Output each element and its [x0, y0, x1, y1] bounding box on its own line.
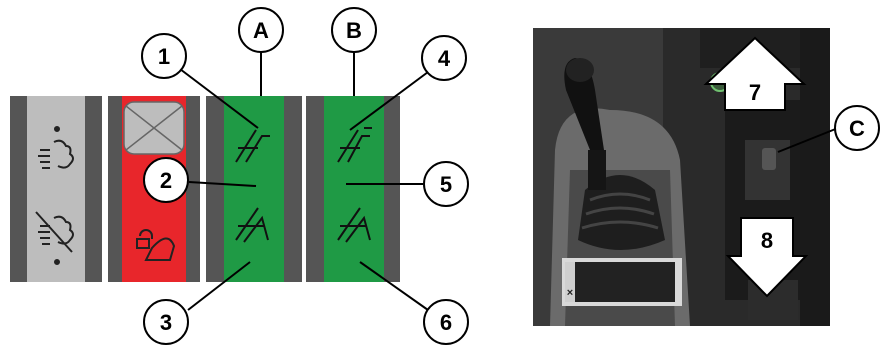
switch-b-rocker [306, 96, 400, 282]
key-symbol: × [567, 287, 573, 299]
svg-text:A: A [253, 18, 269, 43]
joystick [564, 58, 606, 190]
callout-6: 6 [423, 299, 469, 345]
callout-c: C [834, 105, 880, 151]
unlock-bucket-icon [136, 229, 176, 261]
switch-a-rocker [206, 96, 302, 282]
raise-arm-icon-b [337, 127, 372, 163]
callout-b: B [331, 7, 377, 53]
callout-2: 2 [143, 157, 189, 203]
callout-a: A [238, 7, 284, 53]
svg-text:3: 3 [160, 310, 172, 335]
svg-text:6: 6 [440, 310, 452, 335]
callout-4: 4 [421, 35, 467, 81]
leader-line-c [777, 127, 839, 153]
raise-arm-icon [235, 129, 270, 163]
svg-text:7: 7 [749, 80, 761, 105]
arrow-7-up: 7 [703, 36, 807, 111]
callout-3: 3 [143, 299, 189, 345]
callout-1: 1 [141, 33, 187, 79]
callout-5: 5 [423, 161, 469, 207]
diffuser-on-icon [38, 126, 74, 169]
svg-text:1: 1 [158, 44, 170, 69]
svg-text:B: B [346, 18, 362, 43]
svg-text:4: 4 [438, 46, 451, 71]
svg-text:C: C [849, 116, 865, 141]
svg-text:2: 2 [160, 168, 172, 193]
lower-arm-icon-b [337, 207, 371, 243]
lower-arm-icon [235, 207, 269, 243]
svg-text:5: 5 [440, 172, 452, 197]
console-keypad: × [562, 258, 682, 306]
diffuser-off-icon [35, 211, 74, 265]
switch-c [762, 148, 776, 170]
svg-text:8: 8 [761, 228, 773, 253]
arrow-8-down: 8 [725, 217, 809, 298]
diffuser-rocker-switch [10, 96, 102, 282]
